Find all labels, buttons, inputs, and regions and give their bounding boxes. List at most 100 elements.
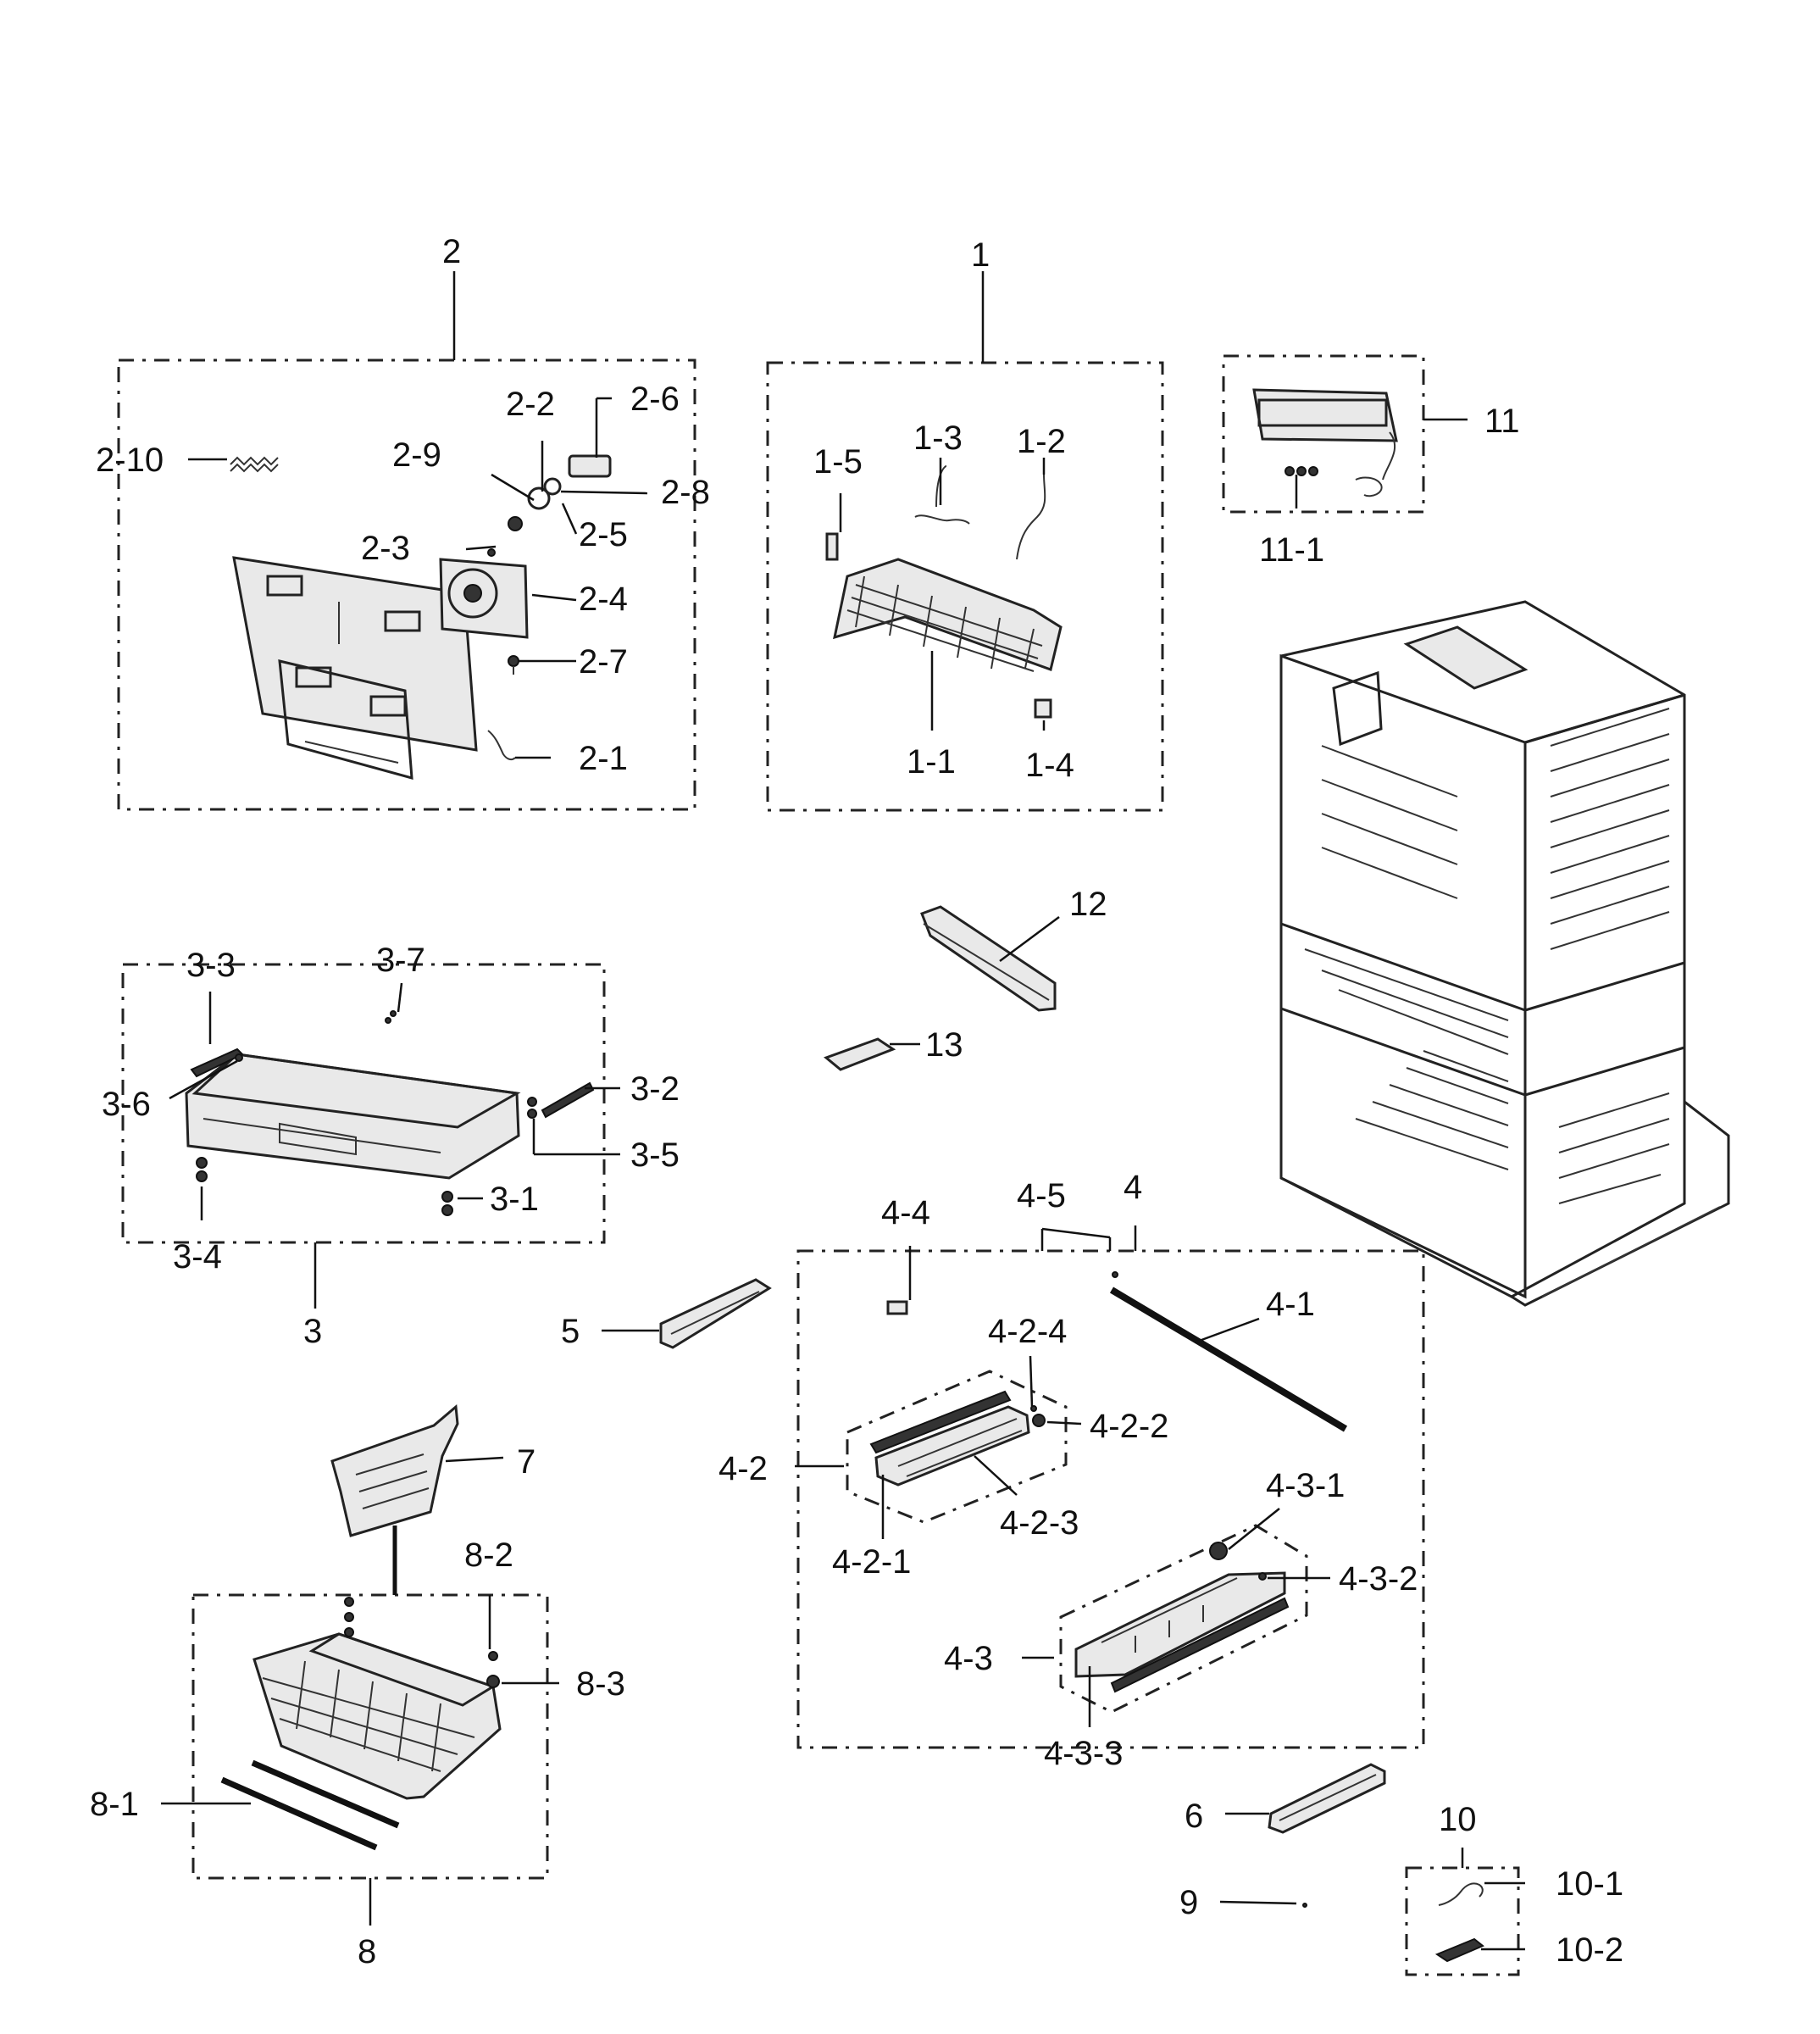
part-4-2-4-screw xyxy=(1030,1405,1037,1412)
part-7-divider xyxy=(330,1404,459,1537)
label-6: 6 xyxy=(1185,1798,1203,1835)
part-2-7-screw xyxy=(508,655,519,675)
label-8: 8 xyxy=(358,1933,376,1970)
label-12: 12 xyxy=(1069,886,1107,923)
label-4-1: 4-1 xyxy=(1266,1286,1315,1323)
label-11-1: 11-1 xyxy=(1259,531,1324,569)
label-3-1: 3-1 xyxy=(490,1181,539,1218)
label-3-4: 3-4 xyxy=(173,1238,222,1275)
part-8-3-cap xyxy=(486,1675,500,1688)
label-3-2: 3-2 xyxy=(630,1070,680,1108)
part-4-2-rail-assembly xyxy=(869,1390,1030,1487)
cabinet-assembly xyxy=(1279,600,1730,1307)
label-3-3: 3-3 xyxy=(186,947,236,984)
label-1-2: 1-2 xyxy=(1017,423,1066,460)
part-10-1-wire xyxy=(1438,1882,1484,1906)
label-1-1: 1-1 xyxy=(907,743,956,781)
label-10-2: 10-2 xyxy=(1556,1931,1623,1969)
label-4-4: 4-4 xyxy=(881,1194,930,1231)
part-6-bracket xyxy=(1268,1763,1386,1834)
label-7: 7 xyxy=(517,1443,535,1481)
part-8-1-rail-back xyxy=(251,1759,400,1829)
label-1: 1 xyxy=(971,236,990,274)
label-2-4: 2-4 xyxy=(579,581,628,618)
part-3-drawer xyxy=(185,1053,521,1180)
label-4-2-3: 4-2-3 xyxy=(1000,1504,1079,1542)
label-2-2: 2-2 xyxy=(506,386,555,423)
part-11-1-screws xyxy=(1285,466,1318,476)
part-8-basket xyxy=(252,1632,502,1800)
part-5-bracket xyxy=(659,1278,772,1349)
label-3-5: 3-5 xyxy=(630,1136,680,1174)
label-4-3: 4-3 xyxy=(944,1640,993,1677)
part-9-screw xyxy=(1302,1903,1307,1908)
label-8-3: 8-3 xyxy=(576,1665,625,1703)
part-8-2-cap xyxy=(488,1651,498,1661)
label-2-7: 2-7 xyxy=(579,643,628,681)
part-8-1-rail-front xyxy=(220,1776,378,1851)
part-3-3-rail xyxy=(190,1048,244,1078)
part-4-3-rail-assembly xyxy=(1074,1571,1290,1693)
part-2-10-mesh xyxy=(230,456,279,473)
part-1-4-clip xyxy=(1034,698,1052,719)
label-4-2-4: 4-2-4 xyxy=(988,1313,1067,1350)
part-11-ice-maker xyxy=(1252,388,1398,497)
label-2-9: 2-9 xyxy=(392,436,441,474)
label-1-4: 1-4 xyxy=(1025,747,1074,784)
label-1-5: 1-5 xyxy=(813,443,863,481)
label-13: 13 xyxy=(925,1026,963,1064)
label-2-5: 2-5 xyxy=(579,516,628,553)
part-4-3-2-screw xyxy=(1258,1572,1267,1581)
label-2-1: 2-1 xyxy=(579,740,628,777)
part-3-6-screw xyxy=(235,1053,243,1062)
label-4-3-2: 4-3-2 xyxy=(1339,1560,1418,1598)
part-1-3-wire xyxy=(914,465,970,525)
label-3: 3 xyxy=(303,1313,322,1350)
label-10: 10 xyxy=(1439,1801,1477,1838)
part-3-2-rail xyxy=(541,1081,595,1119)
part-10-2-sensor xyxy=(1434,1937,1484,1963)
label-5: 5 xyxy=(561,1313,580,1350)
label-4-5: 4-5 xyxy=(1017,1177,1066,1214)
label-11: 11 xyxy=(1484,403,1520,440)
label-10-1: 10-1 xyxy=(1556,1865,1623,1903)
part-2-3-screw xyxy=(487,548,496,557)
group-box-1 xyxy=(766,361,1164,812)
part-2-fan-motor-assembly xyxy=(508,454,612,531)
part-2-panel xyxy=(232,556,478,781)
label-3-6: 3-6 xyxy=(102,1086,151,1123)
part-12-bar xyxy=(920,905,1057,1012)
part-3-7-screws xyxy=(385,1010,397,1024)
group-box-3 xyxy=(121,963,606,1244)
label-4-2-2: 4-2-2 xyxy=(1090,1408,1168,1445)
label-4-2: 4-2 xyxy=(719,1450,768,1487)
part-13-pad xyxy=(824,1037,896,1071)
part-4-2-2-roller xyxy=(1032,1414,1046,1427)
part-4-4-clip xyxy=(886,1300,908,1315)
label-4-2-1: 4-2-1 xyxy=(832,1543,911,1581)
part-3-4-rollers xyxy=(196,1157,208,1182)
label-9: 9 xyxy=(1179,1884,1198,1921)
label-1-3: 1-3 xyxy=(913,420,963,457)
label-4: 4 xyxy=(1124,1169,1142,1206)
part-2-1-wire xyxy=(487,730,516,761)
label-2-8: 2-8 xyxy=(661,474,710,511)
part-1-2-wire xyxy=(1016,474,1046,560)
label-4-3-3: 4-3-3 xyxy=(1044,1735,1123,1772)
part-4-5-screw xyxy=(1112,1271,1118,1278)
part-3-5-stoppers xyxy=(527,1097,537,1119)
subgroup-box-4-2 xyxy=(846,1370,1068,1524)
part-4-3-1-roller xyxy=(1209,1542,1228,1560)
label-2-10: 2-10 xyxy=(96,442,164,479)
label-4-3-1: 4-3-1 xyxy=(1266,1467,1345,1504)
part-1-5-clip xyxy=(825,532,839,561)
group-box-10 xyxy=(1405,1866,1520,1976)
part-1-1-grille xyxy=(833,558,1063,672)
subgroup-box-4-3 xyxy=(1059,1524,1308,1714)
group-box-2 xyxy=(117,358,696,811)
group-box-4 xyxy=(796,1249,1425,1749)
part-4-1-rod xyxy=(1109,1287,1348,1432)
label-8-2: 8-2 xyxy=(464,1537,513,1574)
label-3-7: 3-7 xyxy=(376,942,425,979)
